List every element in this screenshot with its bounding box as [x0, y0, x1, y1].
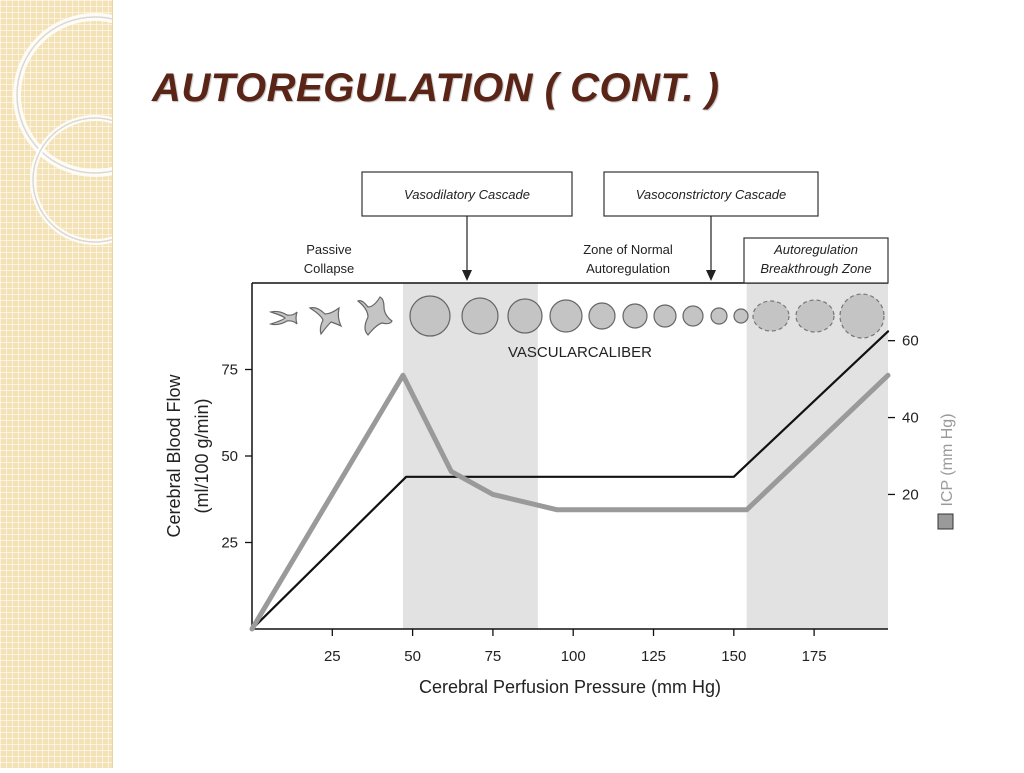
breakthrough-line1: Autoregulation — [773, 242, 858, 257]
shaded-region-0 — [402, 283, 538, 629]
vessel-circle-icon — [653, 304, 677, 328]
y-axis-label-line1: Cerebral Blood Flow — [164, 373, 184, 537]
vessel-circle-icon — [461, 297, 499, 335]
x-axis-label: Cerebral Perfusion Pressure (mm Hg) — [419, 677, 721, 697]
y-axis-label-line2: (ml/100 g/min) — [192, 398, 212, 513]
shaded-region-1 — [746, 283, 888, 629]
normal-zone-line2: Autoregulation — [586, 261, 670, 276]
x-tick-label: 75 — [485, 648, 502, 665]
vasoconstrictory-label: Vasoconstrictory Cascade — [636, 187, 787, 202]
right-tick-label: 40 — [902, 410, 919, 427]
right-tick-label: 60 — [902, 333, 919, 350]
x-tick-label: 125 — [641, 648, 666, 665]
vasodilatory-box — [361, 171, 573, 217]
vessel-circle-icon — [710, 307, 728, 325]
vessel-circle-icon — [409, 295, 451, 337]
x-tick-label: 150 — [721, 648, 746, 665]
dilated-vessel-icon — [752, 300, 790, 332]
breakthrough-box — [743, 237, 889, 284]
x-tick-label: 100 — [561, 648, 586, 665]
right-tick-label: 20 — [902, 486, 919, 503]
vascular-caliber-row — [268, 293, 885, 339]
vessel-circle-icon — [588, 302, 616, 330]
breakthrough-line2: Breakthrough Zone — [760, 261, 871, 276]
x-tick-label: 175 — [802, 648, 827, 665]
x-tick-label: 25 — [324, 648, 341, 665]
slide-title: AUTOREGULATION ( CONT. ) — [152, 66, 720, 110]
y-tick-label: 50 — [221, 448, 238, 465]
y-tick-label: 75 — [221, 362, 238, 379]
vessel-circle-icon — [682, 305, 704, 327]
icp-legend-swatch — [937, 513, 954, 530]
vascular-caliber-label: VASCULARCALIBER — [508, 344, 652, 361]
vessel-circle-icon — [507, 298, 543, 334]
icp-line — [249, 372, 891, 632]
vasoconstrictory-arrowhead-icon — [706, 270, 716, 281]
vessel-circle-icon — [622, 303, 648, 329]
x-tick-label: 50 — [404, 648, 421, 665]
axis-ticks: 25 50 75 100 125 150 175 25 50 75 20 40 60 — [221, 333, 918, 665]
collapsed-vessel-icon — [308, 306, 343, 336]
y-tick-label: 25 — [221, 535, 238, 552]
vasoconstrictory-box — [603, 171, 819, 217]
vasodilatory-arrowhead-icon — [462, 270, 472, 281]
decorative-side-strip — [0, 0, 177, 768]
collapsed-vessel-icon — [356, 296, 393, 336]
series-group — [249, 330, 891, 632]
dilated-vessel-icon — [839, 293, 885, 339]
passive-collapse-line2: Collapse — [304, 261, 355, 276]
normal-zone-line1: Zone of Normal — [583, 242, 673, 257]
collapsed-vessel-icon — [268, 310, 298, 326]
right-axis-label: ICP (mm Hg) — [939, 413, 956, 506]
dilated-vessel-icon — [795, 299, 835, 333]
vasodilatory-label: Vasodilatory Cascade — [404, 187, 530, 202]
vessel-circle-icon — [549, 299, 583, 333]
shaded-zones — [402, 283, 888, 629]
passive-collapse-line1: Passive — [306, 242, 352, 257]
cbf-line — [250, 330, 890, 631]
vessel-circle-icon — [733, 308, 749, 324]
